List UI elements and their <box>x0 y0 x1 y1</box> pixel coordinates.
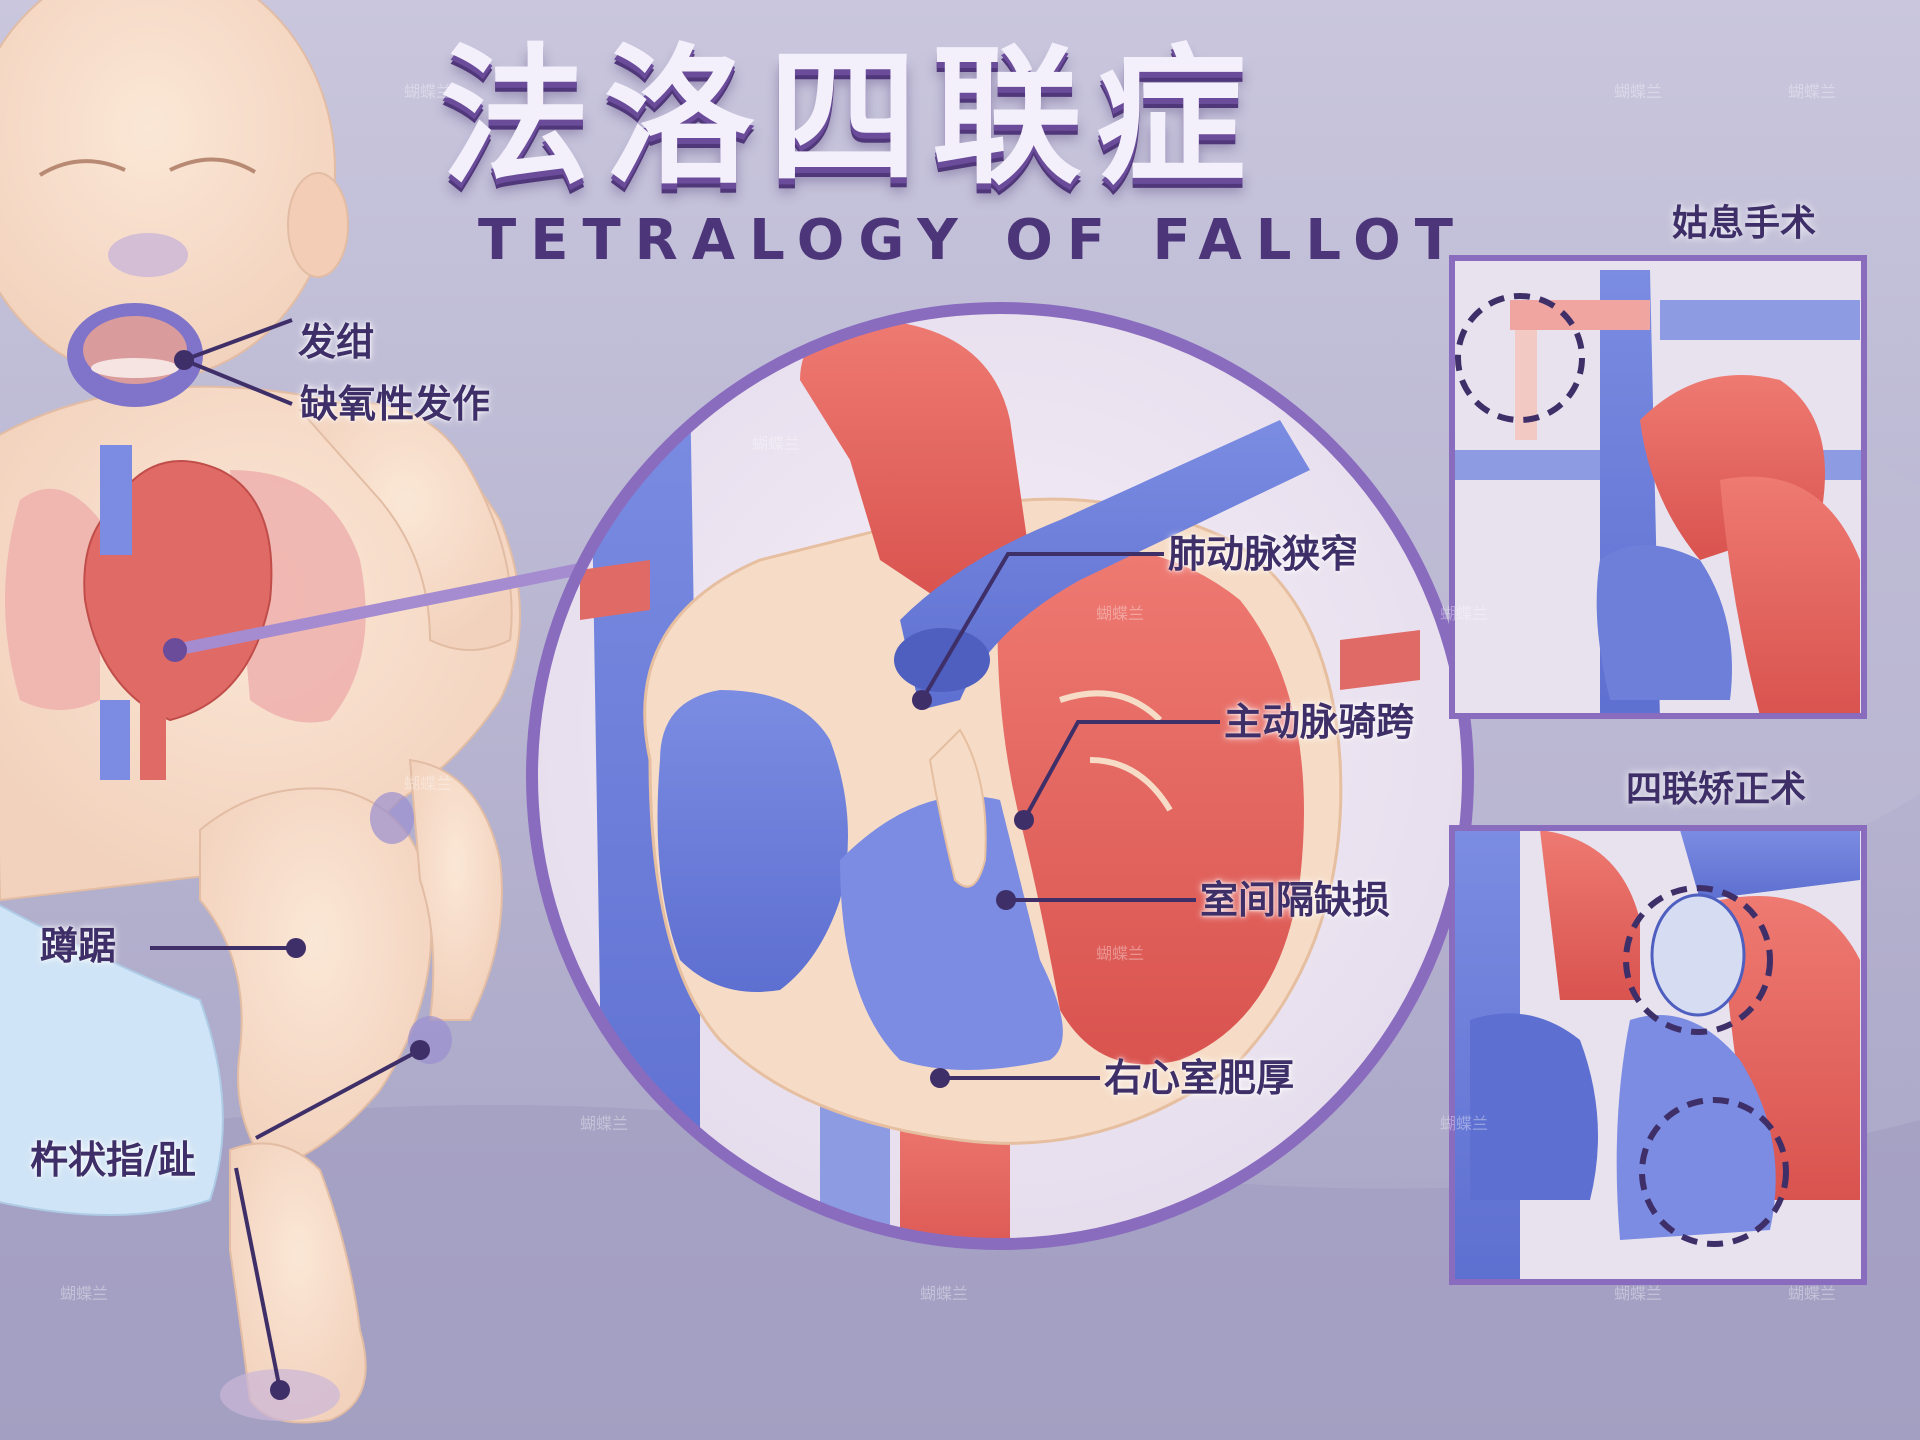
watermark: 蝴蝶兰 <box>1096 604 1145 623</box>
watermark: 蝴蝶兰 <box>1440 604 1489 623</box>
leader-lines <box>150 318 1220 1391</box>
panel-corrective-illustration <box>1449 825 1867 1285</box>
zoom-pointer-dot <box>163 638 187 662</box>
zoom-pointer-line <box>169 559 606 656</box>
panel-palliative-illustration <box>1449 255 1867 719</box>
watermark: 蝴蝶兰 <box>60 1284 109 1303</box>
watermark: 蝴蝶兰 <box>1440 1114 1489 1133</box>
background-blanket-shape <box>0 1105 1920 1440</box>
title-chinese: 法洛四联症 <box>440 31 1261 205</box>
watermark: 蝴蝶兰 <box>752 434 801 453</box>
label-vsd: 室间隔缺损 <box>1200 878 1391 922</box>
watermark: 蝴蝶兰 <box>1788 82 1837 101</box>
label-hypoxic-spell: 缺氧性发作 <box>300 382 491 426</box>
label-squatting: 蹲踞 <box>40 924 117 968</box>
label-rvh: 右心室肥厚 <box>1104 1056 1295 1100</box>
watermark: 蝴蝶兰 <box>404 774 453 793</box>
label-overriding-aorta: 主动脉骑跨 <box>1224 700 1415 744</box>
watermark: 蝴蝶兰 <box>1614 1284 1663 1303</box>
panel-title-corrective: 四联矫正术 <box>1626 769 1807 810</box>
magnified-heart-circle <box>526 302 1474 1250</box>
label-pulmonary-stenosis: 肺动脉狭窄 <box>1168 532 1359 576</box>
watermark: 蝴蝶兰 <box>1614 82 1663 101</box>
title-english: TETRALOGY OF FALLOT <box>478 208 1467 273</box>
watermark: 蝴蝶兰 <box>404 82 453 101</box>
watermark: 蝴蝶兰 <box>920 1284 969 1303</box>
label-cyanosis: 发绀 <box>298 320 375 364</box>
watermark: 蝴蝶兰 <box>1096 944 1145 963</box>
leader-dots <box>174 350 1034 1400</box>
watermark: 蝴蝶兰 <box>1788 1284 1837 1303</box>
watermark: 蝴蝶兰 <box>580 1114 629 1133</box>
panel-title-palliative: 姑息手术 <box>1672 203 1817 244</box>
label-clubbing: 杵状指/趾 <box>30 1138 196 1182</box>
